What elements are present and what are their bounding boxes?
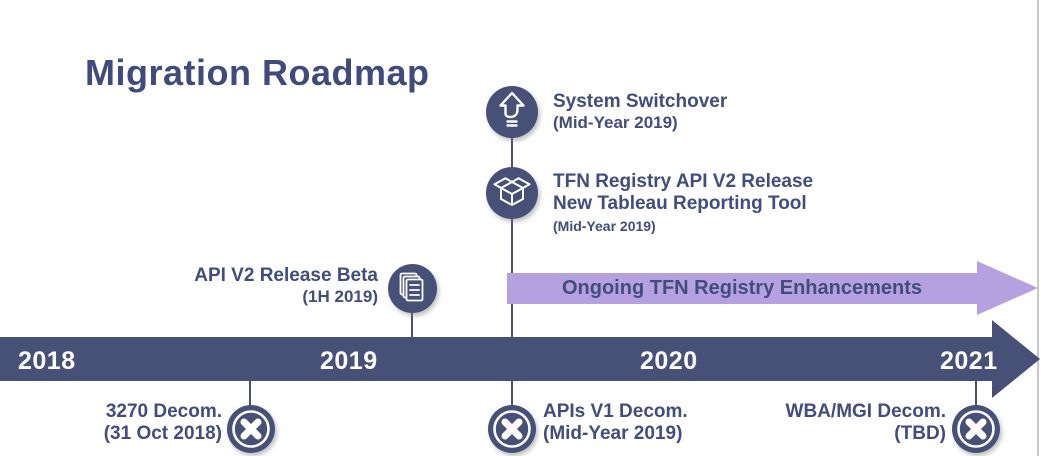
milestone-wba-mgi-decom: WBA/MGI Decom. (TBD) (766, 401, 946, 445)
connector-line-beta (411, 311, 413, 337)
year-label-2019: 2019 (320, 347, 378, 375)
milestone-date: (Mid-Year 2019) (553, 113, 678, 132)
milestone-3270-decom: 3270 Decom. (31 Oct 2018) (58, 401, 222, 445)
connector-line-switchover (511, 135, 513, 337)
ongoing-arrow-body (507, 273, 977, 304)
ongoing-arrow-label: Ongoing TFN Registry Enhancements (561, 277, 923, 299)
timeline-bar (0, 337, 994, 381)
milestone-title: TFN Registry API V2 Release (553, 171, 814, 192)
milestone-date: (1H 2019) (302, 287, 378, 306)
milestone-date: (Mid-Year 2019) (553, 218, 656, 234)
x-circle-icon (952, 405, 1000, 453)
year-label-2018: 2018 (18, 347, 76, 375)
timeline-arrowhead-icon (992, 320, 1040, 398)
milestone-date: (Mid-Year 2019) (543, 423, 683, 444)
milestone-title: 3270 Decom. (105, 401, 222, 422)
milestone-apis-v1-decom: APIs V1 Decom. (Mid-Year 2019) (543, 401, 688, 445)
milestone-api-v2-beta: API V2 Release Beta (1H 2019) (148, 265, 378, 307)
page-title: Migration Roadmap (85, 52, 430, 93)
milestone-api-v2-release: TFN Registry API V2 Release New Tableau … (553, 171, 813, 234)
connector-line-wba (975, 381, 977, 407)
milestone-system-switchover: System Switchover (Mid-Year 2019) (553, 91, 727, 133)
open-box-icon (486, 167, 538, 219)
milestone-title: API V2 Release Beta (194, 265, 378, 286)
year-label-2020: 2020 (640, 347, 698, 375)
connector-line-apis-v1 (511, 381, 513, 407)
milestone-title-line2: New Tableau Reporting Tool (553, 193, 807, 214)
connector-line-3270 (249, 381, 251, 407)
upload-arrow-icon (486, 86, 538, 138)
stacked-documents-icon (388, 264, 437, 313)
year-label-2021: 2021 (940, 347, 998, 375)
ongoing-arrow-head (977, 261, 1038, 315)
milestone-date: (31 Oct 2018) (103, 423, 222, 444)
milestone-title: WBA/MGI Decom. (785, 401, 946, 422)
x-circle-icon (488, 405, 536, 453)
milestone-title: APIs V1 Decom. (543, 401, 688, 422)
milestone-date: (TBD) (894, 423, 946, 444)
slide-edge-line (1037, 0, 1039, 456)
x-circle-icon (227, 405, 275, 453)
milestone-title: System Switchover (553, 91, 728, 112)
